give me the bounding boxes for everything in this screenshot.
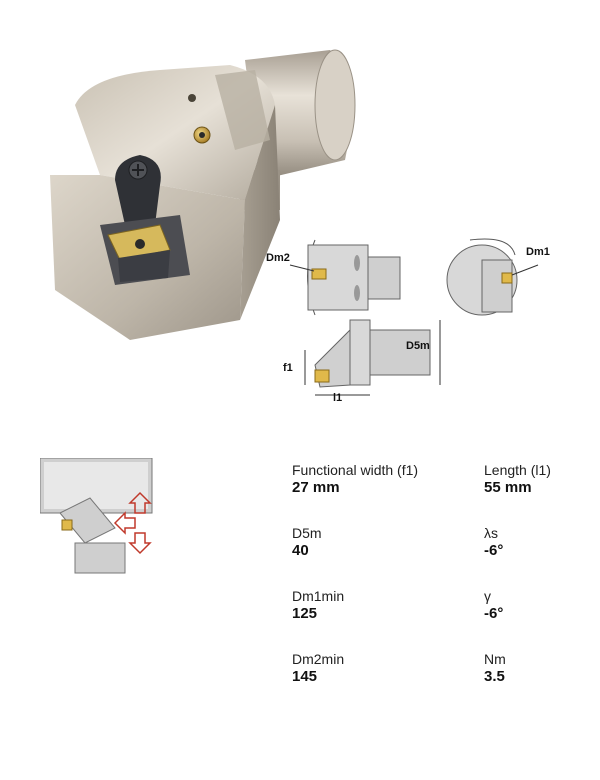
drawing-dm2-view xyxy=(289,239,401,316)
spec-value: 40 xyxy=(292,542,309,559)
dm1-label: Dm1 xyxy=(526,246,550,258)
d5m-label: D5m xyxy=(406,340,430,352)
spec-name: Nm xyxy=(484,651,506,667)
spec-nm: Nm 3.5 xyxy=(484,651,506,685)
spec-value: 55 mm xyxy=(484,479,532,496)
spec-value: 125 xyxy=(292,605,318,622)
spec-name: λs xyxy=(484,525,498,541)
spec-value: 3.5 xyxy=(484,668,505,685)
spec-lambda-s: λs -6° xyxy=(484,525,503,559)
spec-value: 145 xyxy=(292,668,318,685)
spec-name: D5m xyxy=(292,525,322,541)
drawing-side-view xyxy=(304,319,441,396)
spec-dm2min: Dm2min 145 xyxy=(292,651,344,685)
spec-dm1min: Dm1min 125 xyxy=(292,588,344,622)
spec-name: γ xyxy=(484,588,491,604)
spec-name: Length (l1) xyxy=(484,462,551,478)
spec-name: Dm1min xyxy=(292,588,345,604)
spec-length: Length (l1) 55 mm xyxy=(484,462,551,496)
application-diagram xyxy=(40,458,153,574)
spec-name: Dm2min xyxy=(292,651,345,667)
product-photo xyxy=(50,49,356,340)
spec-name: Functional width (f1) xyxy=(292,462,419,478)
spec-d5m: D5m 40 xyxy=(292,525,322,559)
drawing-dm1-view xyxy=(446,238,539,316)
spec-value: 27 mm xyxy=(292,479,340,496)
l1-label: l1 xyxy=(333,392,343,404)
dm2-label: Dm2 xyxy=(266,252,290,264)
f1-label: f1 xyxy=(283,362,293,374)
spec-functional-width: Functional width (f1) 27 mm xyxy=(292,462,418,496)
spec-value: -6° xyxy=(484,542,504,559)
spec-value: -6° xyxy=(484,605,504,622)
spec-gamma: γ -6° xyxy=(484,588,503,622)
